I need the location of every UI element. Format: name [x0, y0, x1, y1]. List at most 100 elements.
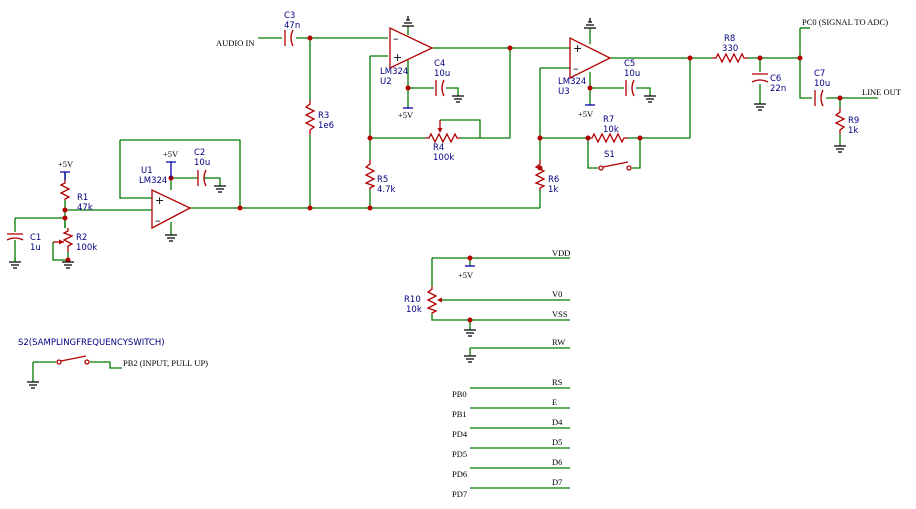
component-ref: U1: [141, 166, 153, 176]
ground-icon: [452, 95, 464, 103]
ground-icon: [464, 355, 476, 363]
resistor-r2: R2 100k: [53, 228, 97, 253]
net-label: VDD: [552, 248, 570, 258]
ground-icon: [834, 145, 846, 153]
net-label: PD4: [452, 429, 468, 439]
net-label: V0: [552, 289, 562, 299]
opamp-sign: –: [393, 32, 399, 45]
supply-5v-u2: +5V: [398, 107, 414, 120]
capacitor-c3: C3 47n: [284, 11, 300, 47]
net-label: PD7: [452, 489, 467, 499]
component-value: 100k: [76, 243, 97, 253]
component-value: 10u: [194, 158, 210, 168]
resistor-r3: R3 1e6: [304, 100, 334, 135]
component-value: 10u: [624, 69, 640, 79]
component-value: 47k: [77, 203, 93, 213]
ground-icon: [584, 18, 596, 29]
ground-icon: [62, 261, 74, 269]
resistor-r1: R1 47k: [59, 180, 93, 213]
net-label: PB1: [452, 409, 467, 419]
component-value: 4.7k: [377, 185, 396, 195]
supply-label: +5V: [578, 109, 594, 119]
net-label: PB0: [452, 389, 467, 399]
net-label: PD6: [452, 469, 467, 479]
component-ref: C6: [770, 74, 781, 84]
component-ref: R7: [603, 115, 614, 125]
resistor-r6: R6 1k: [534, 160, 559, 195]
net-label: AUDIO IN: [216, 38, 254, 48]
resistor-r5: R5 4.7k: [364, 160, 396, 195]
component-value: 100k: [433, 153, 454, 163]
component-ref: C5: [624, 59, 635, 69]
net-label: D6: [552, 457, 562, 467]
component-value: 47n: [284, 21, 300, 31]
component-value: LM324: [380, 67, 408, 77]
net-label: PB2 (INPUT, PULL UP): [123, 358, 208, 368]
resistor-r7: R7 10k: [588, 115, 628, 144]
opamp-sign: +: [573, 42, 582, 55]
net-label: RS: [552, 377, 563, 387]
component-value: 10k: [406, 305, 422, 315]
capacitor-c1: C1 1u: [6, 233, 41, 262]
capacitor-c6: C6 22n: [751, 73, 786, 94]
net-label: PD5: [452, 449, 467, 459]
component-value: LM324: [139, 176, 167, 186]
ground-icon: [464, 329, 476, 337]
net-label: VSS: [552, 309, 568, 319]
component-ref: R8: [724, 34, 735, 44]
component-ref: R9: [848, 116, 859, 126]
supply-label: +5V: [163, 149, 179, 159]
wires: [14, 26, 878, 489]
net-label: E: [552, 397, 557, 407]
component-value: 10u: [814, 79, 830, 89]
ground-icon: [644, 95, 656, 103]
supply-5v-u1: +5V: [163, 149, 179, 178]
ground-icon: [402, 16, 414, 27]
capacitor-c4: C4 10u: [434, 59, 450, 97]
component-ref: S2(SAMPLINGFREQUENCYSWITCH): [18, 338, 165, 348]
component-ref: R3: [318, 111, 329, 121]
capacitor-c5: C5 10u: [624, 59, 640, 97]
component-ref: R2: [76, 233, 87, 243]
net-label: PC0 (SIGNAL TO ADC): [802, 17, 888, 27]
supply-label: +5V: [458, 270, 474, 280]
component-ref: R10: [404, 295, 421, 305]
component-ref: R5: [377, 175, 388, 185]
component-ref: S1: [604, 150, 615, 160]
component-ref: R4: [433, 143, 444, 153]
resistor-r8: R8 330: [712, 34, 748, 64]
resistor-r10: R10 10k: [404, 286, 442, 315]
capacitor-c7: C7 10u: [814, 69, 830, 107]
supply-5v-u3: +5V: [578, 104, 595, 119]
net-label: D4: [552, 417, 563, 427]
opamp-u1: + – U1 LM324: [139, 166, 192, 230]
ground-icon: [754, 103, 766, 111]
net-label: D5: [552, 437, 562, 447]
supply-label: +5V: [58, 159, 74, 169]
component-value: 22n: [770, 84, 786, 94]
opamp-u2: – + LM324 U2: [380, 26, 434, 87]
junction-dots: [62, 35, 843, 323]
component-value: LM324: [558, 77, 586, 87]
switch-s2: S2(SAMPLINGFREQUENCYSWITCH): [18, 338, 165, 365]
component-ref: C2: [194, 148, 205, 158]
opamp-sign: +: [393, 51, 402, 64]
component-value: 10k: [603, 125, 619, 135]
ground-symbols: [9, 16, 846, 389]
component-value: 1u: [30, 243, 41, 253]
component-ref: C7: [814, 69, 825, 79]
ground-icon: [214, 185, 226, 193]
opamp-sign: +: [155, 194, 164, 207]
net-label: D7: [552, 477, 562, 487]
component-ref: C4: [434, 59, 445, 69]
resistor-r9: R9 1k: [834, 108, 859, 136]
component-value: 1e6: [318, 121, 334, 131]
component-ref: U3: [558, 87, 570, 97]
supply-5v-r1: +5V: [58, 159, 74, 180]
ground-icon: [27, 381, 39, 389]
component-ref: U2: [380, 77, 392, 87]
supply-5v-lcd: +5V: [458, 265, 475, 280]
component-ref: R1: [77, 193, 88, 203]
component-ref: C1: [30, 233, 41, 243]
